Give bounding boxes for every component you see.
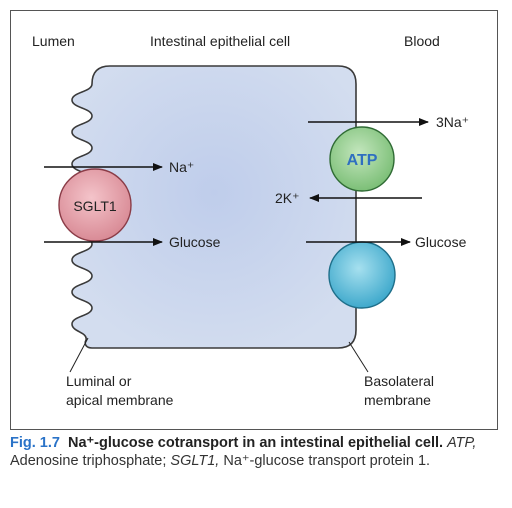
luminal-membrane-label-line2: apical membrane (66, 392, 174, 408)
luminal-membrane-label-line1: Luminal or (66, 373, 132, 389)
sglt1-transporter (58, 168, 132, 242)
glucose-carrier (328, 241, 396, 309)
sglt1-label: SGLT1 (73, 198, 117, 214)
basolateral-leader-line (348, 341, 369, 373)
basolateral-membrane-label-line1: Basolateral (364, 373, 434, 389)
luminal-leader-line (69, 337, 89, 373)
k-influx-label: 2K⁺ (275, 190, 300, 206)
atp-label: ATP (347, 152, 378, 169)
figure-caption: Fig. 1.7 Na⁺-glucose cotransport in an in… (10, 434, 504, 470)
na-efflux-label: 3Na⁺ (436, 114, 469, 130)
basolateral-membrane-label-line2: membrane (364, 392, 431, 408)
figure-title: Na⁺-glucose cotransport in an intestinal… (67, 435, 444, 451)
blood-label: Blood (404, 33, 440, 49)
glucose-basolateral-label: Glucose (415, 234, 467, 250)
abbr-atp-text: Adenosine triphosphate; (10, 453, 171, 469)
figure-number: Fig. 1.7 (10, 435, 60, 451)
na-influx-label: Na⁺ (169, 159, 194, 175)
atp-pump (329, 126, 395, 192)
lumen-label: Lumen (32, 33, 75, 49)
abbr-sglt1-text: Na⁺-glucose transport protein 1. (219, 453, 431, 469)
glucose-apical-label: Glucose (169, 234, 221, 250)
abbr-atp: ATP, (447, 435, 477, 451)
cell-label: Intestinal epithelial cell (150, 33, 290, 49)
abbr-sglt1: SGLT1, (170, 453, 220, 469)
